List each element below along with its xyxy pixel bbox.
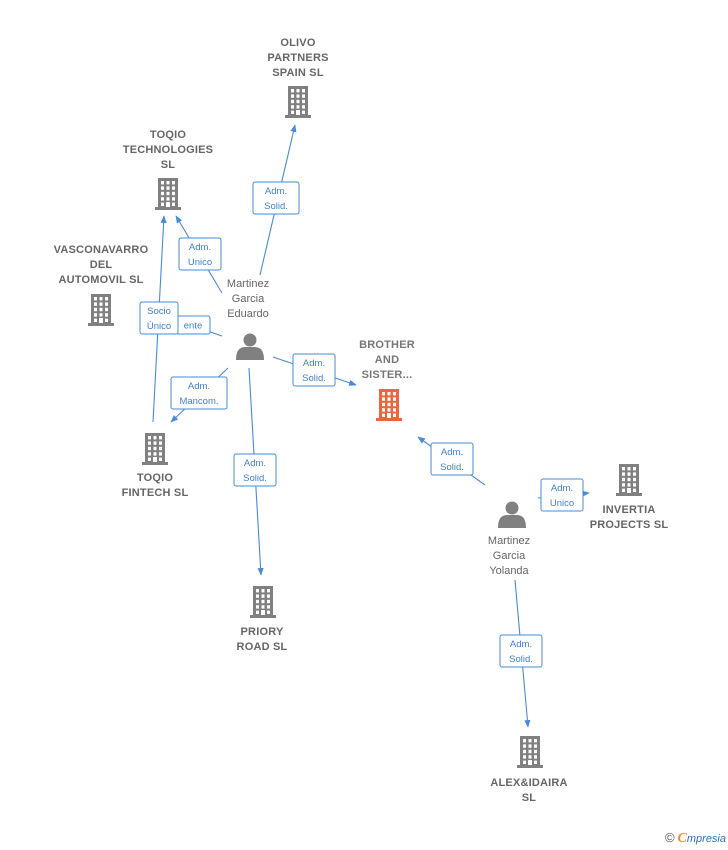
node-label-line: SL — [161, 159, 176, 171]
node-label-line: Martinez — [227, 278, 269, 290]
node-label-line: ROAD SL — [237, 641, 288, 653]
node-brother[interactable]: BROTHER AND SISTER... — [359, 339, 415, 421]
edge-label-text: Adm. — [265, 186, 287, 197]
edge-label-box — [139, 301, 179, 335]
edge-label-eduardo-to-toqio_fin[interactable]: Adm. Mancom. — [170, 376, 228, 410]
node-toqio_fin[interactable]: TOQIO FINTECH SL — [122, 433, 189, 499]
node-label-line: DEL — [90, 259, 113, 271]
edge-label-text: Único — [147, 321, 171, 332]
building-icon — [376, 389, 402, 421]
edge-label-box — [430, 442, 474, 476]
edge-label-yolanda-to-invertia[interactable]: Adm. Unico — [540, 478, 584, 512]
node-label-line: TOQIO — [150, 129, 186, 141]
node-priory[interactable]: PRIORY ROAD SL — [237, 586, 288, 653]
edge-label-box — [170, 376, 228, 410]
edge-label-eduardo-to-vascona[interactable]: ente — [175, 315, 211, 335]
node-label-line: VASCONAVARRO — [54, 244, 149, 256]
edge-label-text: Mancom. — [179, 396, 218, 407]
node-label-line: INVERTIA — [603, 504, 656, 516]
edge-label-eduardo-to-olivo[interactable]: Adm. Solid. — [252, 181, 300, 215]
edge-label-eduardo-to-toqio_tech[interactable]: Adm. Unico — [178, 237, 222, 271]
edge-label-text: Solid. — [509, 654, 533, 665]
node-label-line: FINTECH SL — [122, 487, 189, 499]
edge-label-text: ente — [184, 321, 203, 332]
brand-logo-letter: C — [677, 831, 687, 846]
building-icon — [285, 86, 311, 118]
node-label-line: SISTER... — [362, 369, 413, 381]
building-icon — [616, 464, 642, 496]
edge-label-box — [292, 353, 336, 387]
edge-label-text: Solid. — [264, 201, 288, 212]
node-label-line: PROJECTS SL — [590, 519, 669, 531]
node-label-line: ALEX&IDAIRA — [490, 777, 567, 789]
edge-label-text: Socio — [147, 306, 171, 317]
node-label-line: SPAIN SL — [272, 67, 324, 79]
brand-footer[interactable]: ©Cmpresia — [665, 830, 726, 847]
building-icon — [88, 294, 114, 326]
edge-label-box — [499, 634, 543, 668]
edge-label-box — [233, 453, 277, 487]
node-label-line: Eduardo — [227, 308, 269, 320]
node-vascona[interactable]: VASCONAVARRO DEL AUTOMOVIL SL — [54, 244, 149, 326]
node-invertia[interactable]: INVERTIA PROJECTS SL — [590, 464, 669, 531]
edge-label-text: Solid. — [302, 373, 326, 384]
nodes-layer: OLIVO PARTNERS SPAIN SL TOQIO TECHNOLOGIES SL… — [54, 37, 669, 804]
edge-label-text: Adm. — [441, 447, 463, 458]
edge-label-text: Unico — [188, 257, 212, 268]
edge-label-text: Unico — [550, 498, 574, 509]
node-alex[interactable]: ALEX&IDAIRA SL — [490, 736, 567, 804]
node-label-line: AND — [375, 354, 399, 366]
building-icon — [142, 433, 168, 465]
building-icon — [250, 586, 276, 618]
brand-name: mpresia — [686, 833, 726, 845]
node-label-line: Martinez — [488, 535, 530, 547]
node-label-line: SL — [522, 792, 537, 804]
building-icon — [155, 178, 181, 210]
edge-label-text: Adm. — [188, 381, 210, 392]
edge-label-yolanda-to-brother[interactable]: Adm. Solid. — [430, 442, 474, 476]
building-icon — [517, 736, 543, 768]
node-label-line: AUTOMOVIL SL — [58, 274, 143, 286]
edge-label-box — [540, 478, 584, 512]
person-icon — [498, 501, 526, 528]
node-label-line: PARTNERS — [267, 52, 328, 64]
edge-label-text: Solid. — [440, 462, 464, 473]
edge-label-box — [252, 181, 300, 215]
node-label-line: Garcia — [493, 550, 526, 562]
node-toqio_tech[interactable]: TOQIO TECHNOLOGIES SL — [123, 129, 213, 210]
edge-label-yolanda-to-alex[interactable]: Adm. Solid. — [499, 634, 543, 668]
edge-label-eduardo-to-brother[interactable]: Adm. Solid. — [292, 353, 336, 387]
node-label-line: TECHNOLOGIES — [123, 144, 213, 156]
node-label-line: Yolanda — [489, 565, 529, 577]
edge-label-text: Solid. — [243, 473, 267, 484]
node-label-line: PRIORY — [241, 626, 284, 638]
edge-label-text: Adm. — [303, 358, 325, 369]
node-label-line: Garcia — [232, 293, 265, 305]
edge-label-text: Adm. — [551, 483, 573, 494]
edge-label-eduardo-to-priory[interactable]: Adm. Solid. — [233, 453, 277, 487]
edge-label-text: Adm. — [244, 458, 266, 469]
person-icon — [236, 333, 264, 360]
copyright-icon: © — [664, 830, 675, 845]
edge-label-box — [178, 237, 222, 271]
node-label-line: BROTHER — [359, 339, 415, 351]
edge-label-text: Adm. — [189, 242, 211, 253]
node-olivo[interactable]: OLIVO PARTNERS SPAIN SL — [267, 37, 328, 118]
edge-labels-layer: Adm.Solid.Adm.UnicoenteSocioÚnicoAdm.Man… — [139, 181, 584, 668]
node-label-line: TOQIO — [137, 472, 173, 484]
edge-label-text: Adm. — [510, 639, 532, 650]
node-label-line: OLIVO — [280, 37, 315, 49]
